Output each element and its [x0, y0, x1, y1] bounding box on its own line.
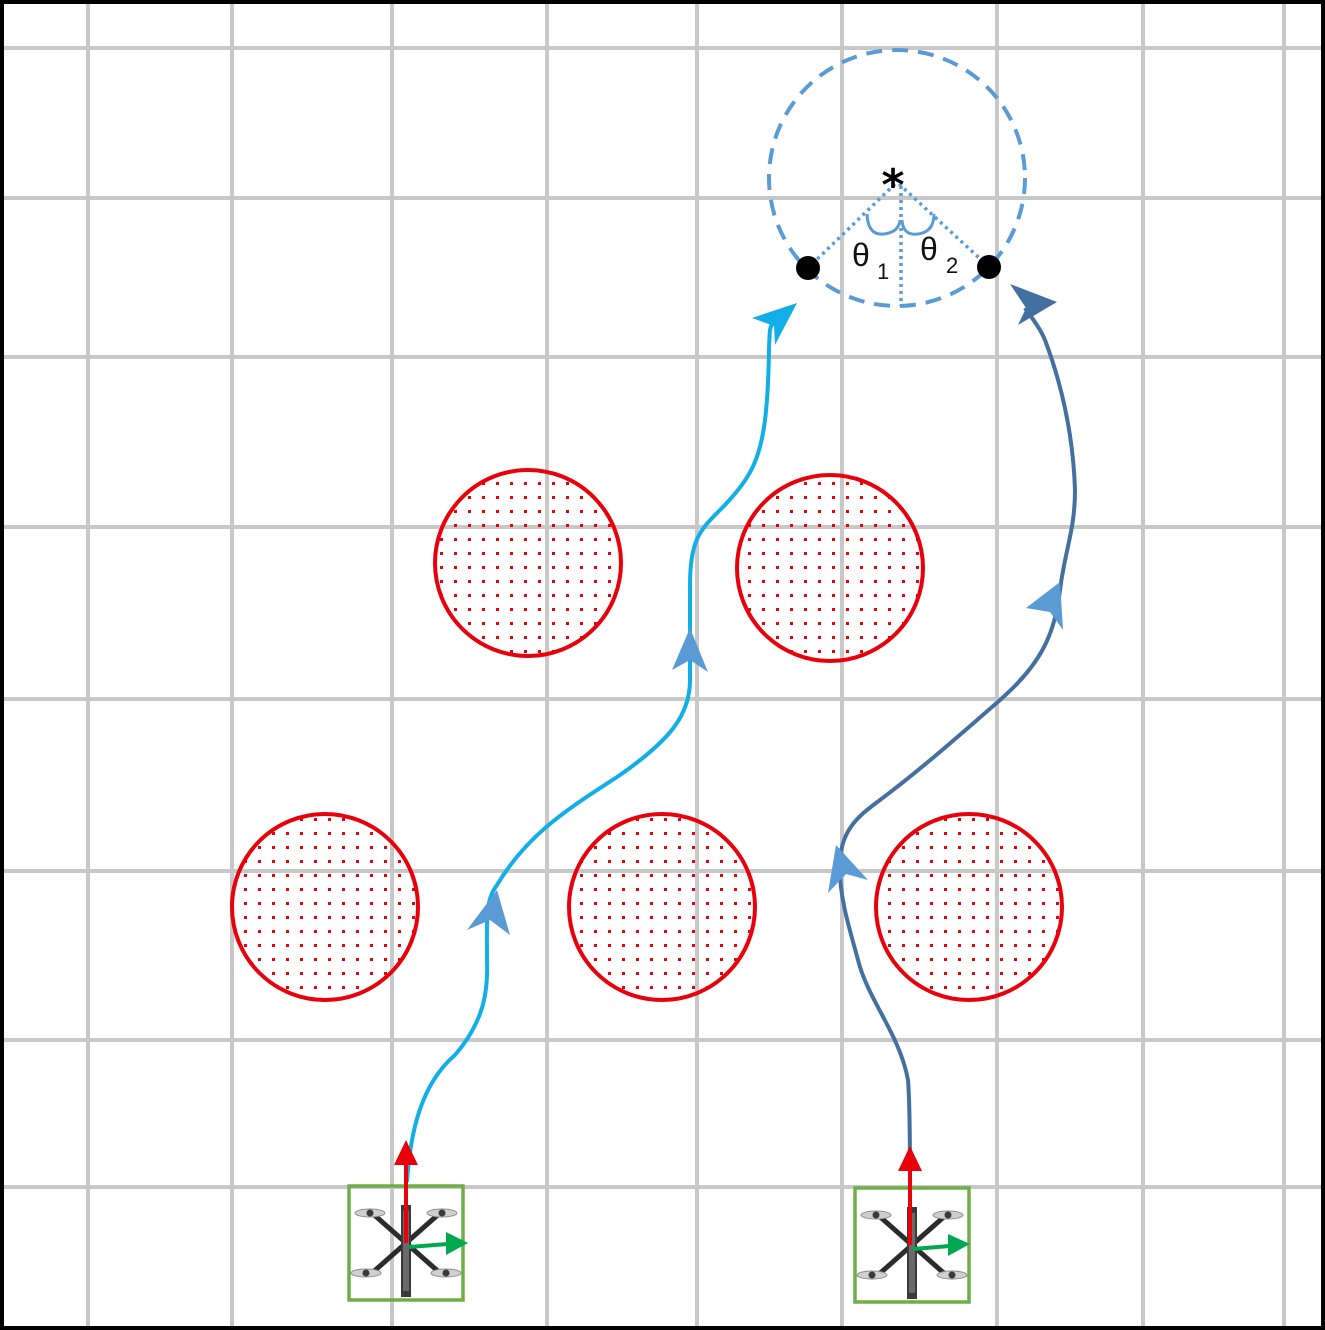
theta-1-label: θ: [852, 237, 870, 273]
trajectory-drone-2: [837, 306, 1078, 1183]
arrowhead-1-mid: [672, 628, 708, 672]
radius-to-drone-1: [806, 182, 897, 270]
obstacle-upper-right: [735, 473, 925, 663]
drone-2: [853, 1146, 971, 1304]
forward-axis-head: [898, 1146, 922, 1171]
trajectory-drone-1: [405, 308, 784, 1183]
theta-2-label: θ: [920, 231, 938, 267]
side-axis-head: [948, 1234, 970, 1256]
theta-1-subscript: 1: [877, 259, 889, 284]
angle-arc-theta-2: [900, 213, 936, 236]
side-axis-head: [446, 1232, 468, 1255]
angle-arc-theta-1: [865, 213, 902, 236]
trajectories: [405, 284, 1078, 1183]
arrowhead-2-top: [1010, 284, 1057, 325]
obstacle-upper-left: [433, 468, 623, 658]
theta-2-subscript: 2: [946, 253, 958, 278]
obstacle-lower-right: [874, 812, 1064, 1002]
drone-1: [347, 1140, 468, 1302]
forward-axis-head: [394, 1140, 418, 1165]
arrowhead-2-mid: [1026, 582, 1063, 630]
formation-point-1: [796, 256, 820, 280]
side-axis-arrow: [912, 1244, 951, 1251]
obstacles: [230, 468, 1064, 1002]
target-star-marker: *: [881, 160, 904, 211]
arrowhead-2-low: [828, 845, 868, 893]
target-circle: [767, 48, 1027, 308]
side-axis-arrow: [408, 1242, 449, 1249]
arrowhead-1-low: [467, 890, 510, 935]
obstacle-lower-left: [230, 812, 420, 1002]
arrowhead-1-top: [752, 303, 797, 345]
formation-point-2: [977, 255, 1001, 279]
obstacle-lower-middle: [567, 812, 757, 1002]
target-formation: * θ 1 θ 2: [767, 48, 1027, 308]
